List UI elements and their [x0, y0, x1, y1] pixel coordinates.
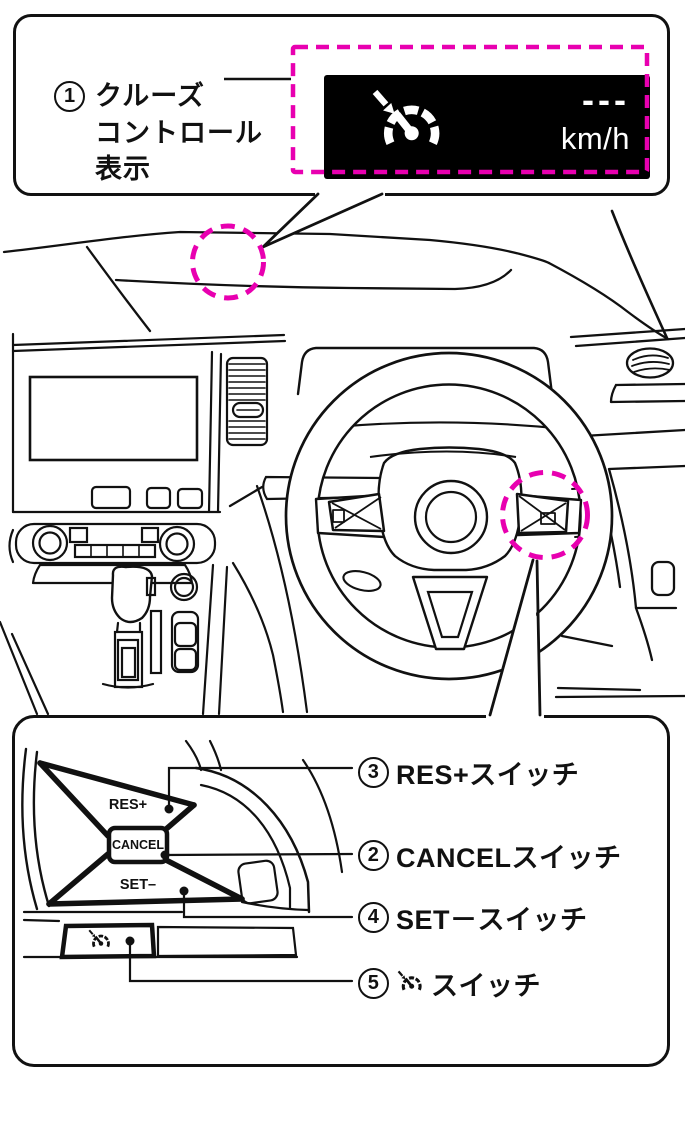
adjust-lever — [342, 570, 382, 592]
label-cruise-switch-text: スイッチ — [431, 971, 541, 1001]
callout-number-1: 1 — [54, 81, 85, 112]
cruise-control-icon — [396, 970, 424, 998]
label-res-switch-text: RES+スイッチ — [396, 760, 580, 790]
cruise-control-icon — [368, 88, 446, 166]
label-cruise-switch: 5 スイッチ — [358, 964, 541, 1003]
climate-controls — [8, 522, 217, 565]
top-callout-tail — [261, 191, 385, 249]
set-minus-switch: SET– — [119, 877, 157, 893]
cruise-control-display: --- km/h — [324, 75, 650, 179]
set-speed-value: --- — [582, 79, 630, 120]
label-cancel-switch-text: CANCELスイッチ — [396, 843, 622, 873]
instrument-panel — [2, 209, 685, 699]
right-switch-pod — [515, 492, 570, 535]
res-plus-switch: RES+ — [108, 797, 148, 813]
cruise-control-display-label-text: クルーズ コントロール 表示 — [95, 78, 263, 188]
steering-wheel — [284, 351, 614, 681]
bottom-callout-tail — [486, 558, 544, 720]
callout-number-3: 3 — [358, 757, 389, 788]
callout-number-2: 2 — [358, 840, 389, 871]
horn-pad — [413, 479, 489, 555]
callout-number-4: 4 — [358, 902, 389, 933]
label-cancel-switch: 2 CANCELスイッチ — [358, 836, 622, 875]
callout-number-5: 5 — [358, 968, 389, 999]
label-res-switch: 3 RES+スイッチ — [358, 753, 579, 792]
start-button — [169, 572, 199, 602]
label-set-switch-text: SET－スイッチ — [396, 905, 588, 935]
cruise-display-callout-box: 1 クルーズ コントロール 表示 --- km/h — [13, 14, 670, 196]
wiper-stalk — [262, 475, 388, 501]
cruise-control-display-label: 1 クルーズ コントロール 表示 — [54, 81, 263, 188]
label-line-1: クルーズ — [95, 81, 205, 111]
steering-switch-highlight — [500, 470, 590, 560]
label-set-switch: 4 SET－スイッチ — [358, 898, 588, 937]
airbag-hub — [377, 446, 523, 572]
left-switch-pod — [327, 492, 386, 533]
cruise-display-location-highlight — [190, 223, 266, 301]
label-line-3: 表示 — [95, 154, 151, 184]
side-air-vent — [225, 356, 269, 447]
label-line-2: コントロール — [95, 117, 263, 148]
speed-unit: km/h — [560, 121, 630, 156]
cancel-switch: CANCEL — [111, 838, 165, 852]
nav-screen — [28, 375, 199, 462]
center-stack — [0, 332, 309, 716]
cluster-brow — [296, 346, 567, 431]
gear-shifter — [101, 565, 157, 689]
lower-spoke — [411, 575, 489, 651]
